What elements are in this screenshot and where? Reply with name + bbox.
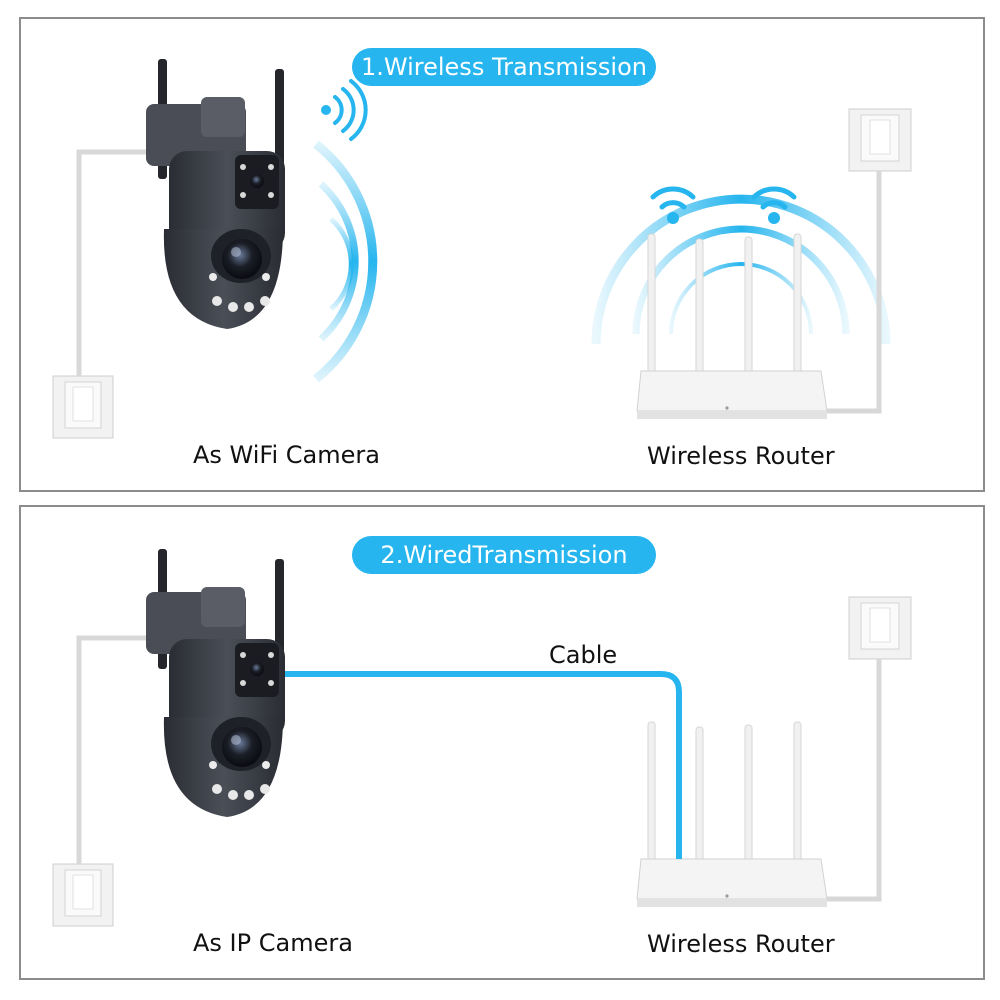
ptz-camera-icon xyxy=(146,59,285,329)
router-signal-arcs xyxy=(591,194,891,345)
camera-caption: As IP Camera xyxy=(193,929,353,957)
wired-diagram-art xyxy=(52,549,912,927)
ptz-camera-icon xyxy=(146,549,285,817)
camera-power-cable xyxy=(76,149,161,376)
cable-label: Cable xyxy=(549,641,618,669)
wired-transmission-panel: 2.WiredTransmission Cable As IP Camera W… xyxy=(19,505,985,980)
wireless-router-icon xyxy=(636,233,828,419)
camera-power-cable xyxy=(76,635,161,864)
mode-title-pill: 1.Wireless Transmission xyxy=(352,48,656,86)
mode-title-pill: 2.WiredTransmission xyxy=(352,536,656,574)
wall-socket-right xyxy=(848,108,912,172)
router-power-cable xyxy=(821,171,882,414)
wall-socket-left xyxy=(52,863,114,927)
network-cable xyxy=(285,671,682,859)
router-power-cable xyxy=(821,659,882,902)
wireless-diagram-art xyxy=(52,59,912,439)
wall-socket-left xyxy=(52,375,114,439)
wireless-signal-arcs xyxy=(313,140,378,383)
camera-wifi-signal-icon xyxy=(321,79,368,141)
wall-socket-right xyxy=(848,596,912,660)
camera-caption: As WiFi Camera xyxy=(193,441,380,469)
router-caption: Wireless Router xyxy=(647,930,835,958)
wireless-router-icon xyxy=(636,721,828,907)
wireless-transmission-panel: 1.Wireless Transmission As WiFi Camera W… xyxy=(19,17,985,492)
router-caption: Wireless Router xyxy=(647,442,835,470)
